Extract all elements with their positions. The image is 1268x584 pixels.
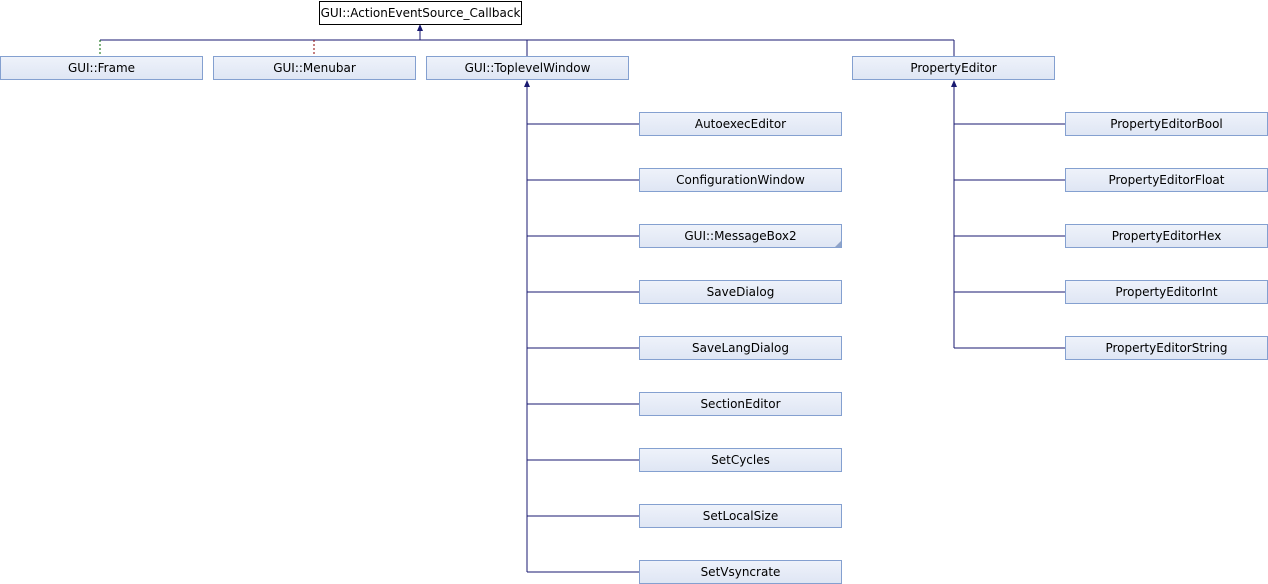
node-set-vsyncrate[interactable]: SetVsyncrate bbox=[639, 560, 842, 584]
root-arrowhead bbox=[417, 24, 423, 31]
toplevel-subtree-edges bbox=[526, 84, 639, 573]
more-subclasses-corner-icon bbox=[835, 241, 841, 247]
node-gui-messagebox2-label: GUI::MessageBox2 bbox=[684, 229, 797, 243]
node-gui-menubar[interactable]: GUI::Menubar bbox=[213, 56, 416, 80]
node-property-editor-hex[interactable]: PropertyEditorHex bbox=[1065, 224, 1268, 248]
property-editor-subtree-edges bbox=[953, 84, 1066, 349]
node-set-local-size[interactable]: SetLocalSize bbox=[639, 504, 842, 528]
node-set-cycles[interactable]: SetCycles bbox=[639, 448, 842, 472]
node-section-editor[interactable]: SectionEditor bbox=[639, 392, 842, 416]
node-gui-messagebox2[interactable]: GUI::MessageBox2 bbox=[639, 224, 842, 248]
node-save-dialog[interactable]: SaveDialog bbox=[639, 280, 842, 304]
node-action-event-source-callback[interactable]: GUI::ActionEventSource_Callback bbox=[319, 1, 522, 25]
node-property-editor-bool[interactable]: PropertyEditorBool bbox=[1065, 112, 1268, 136]
node-gui-toplevel-window[interactable]: GUI::ToplevelWindow bbox=[426, 56, 629, 80]
node-property-editor[interactable]: PropertyEditor bbox=[852, 56, 1055, 80]
node-gui-frame[interactable]: GUI::Frame bbox=[0, 56, 203, 80]
toplevel-arrowhead bbox=[524, 80, 530, 87]
node-save-lang-dialog[interactable]: SaveLangDialog bbox=[639, 336, 842, 360]
node-autoexec-editor[interactable]: AutoexecEditor bbox=[639, 112, 842, 136]
node-configuration-window[interactable]: ConfigurationWindow bbox=[639, 168, 842, 192]
root-bus-edges bbox=[100, 27, 955, 56]
node-property-editor-float[interactable]: PropertyEditorFloat bbox=[1065, 168, 1268, 192]
node-property-editor-string[interactable]: PropertyEditorString bbox=[1065, 336, 1268, 360]
property-editor-arrowhead bbox=[951, 80, 957, 87]
node-property-editor-int[interactable]: PropertyEditorInt bbox=[1065, 280, 1268, 304]
